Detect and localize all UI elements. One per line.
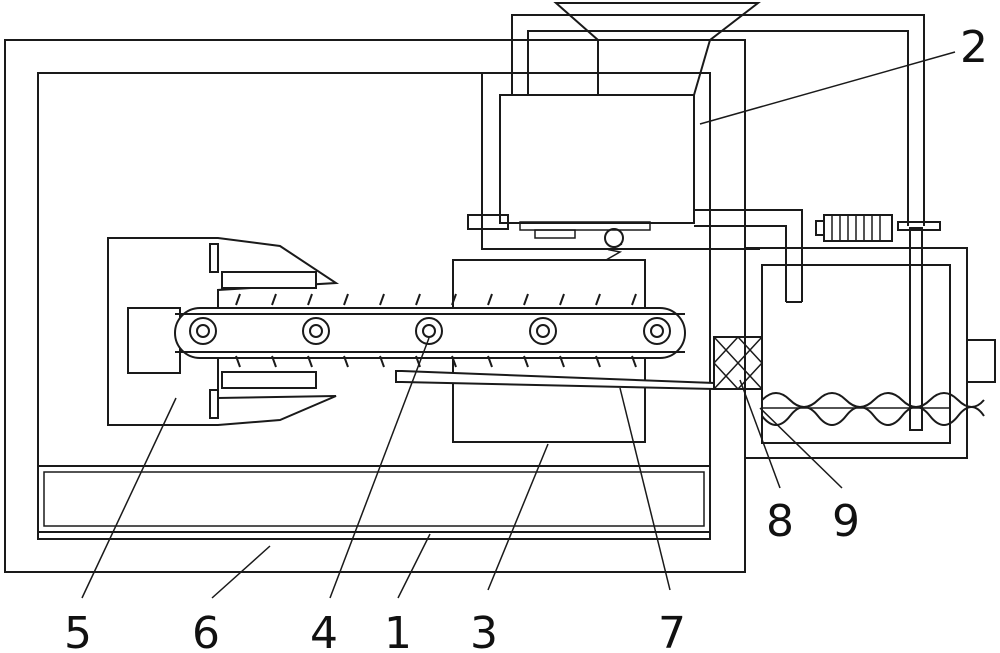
label-8: 8 xyxy=(766,496,794,547)
return-pipe xyxy=(511,14,925,226)
label-3: 3 xyxy=(470,608,498,653)
leader-lines xyxy=(81,51,956,599)
label-2: 2 xyxy=(960,22,988,73)
hopper xyxy=(553,2,761,96)
label-1: 1 xyxy=(384,608,412,653)
part-labels: 2 8 9 5 6 4 1 3 7 xyxy=(64,22,988,653)
label-7: 7 xyxy=(658,608,686,653)
label-6: 6 xyxy=(192,608,220,653)
filter-mesh xyxy=(713,336,763,390)
belt-rollers xyxy=(189,317,671,345)
inclined-scraper xyxy=(395,370,715,391)
upper-housing xyxy=(467,72,711,261)
belt-teeth xyxy=(235,293,637,368)
label-5: 5 xyxy=(64,608,92,653)
motor-icon xyxy=(815,214,941,242)
screw-conveyor xyxy=(761,392,985,426)
collection-tray xyxy=(37,465,711,533)
label-4: 4 xyxy=(310,608,338,653)
gripper-head xyxy=(107,237,340,426)
label-9: 9 xyxy=(832,496,860,547)
